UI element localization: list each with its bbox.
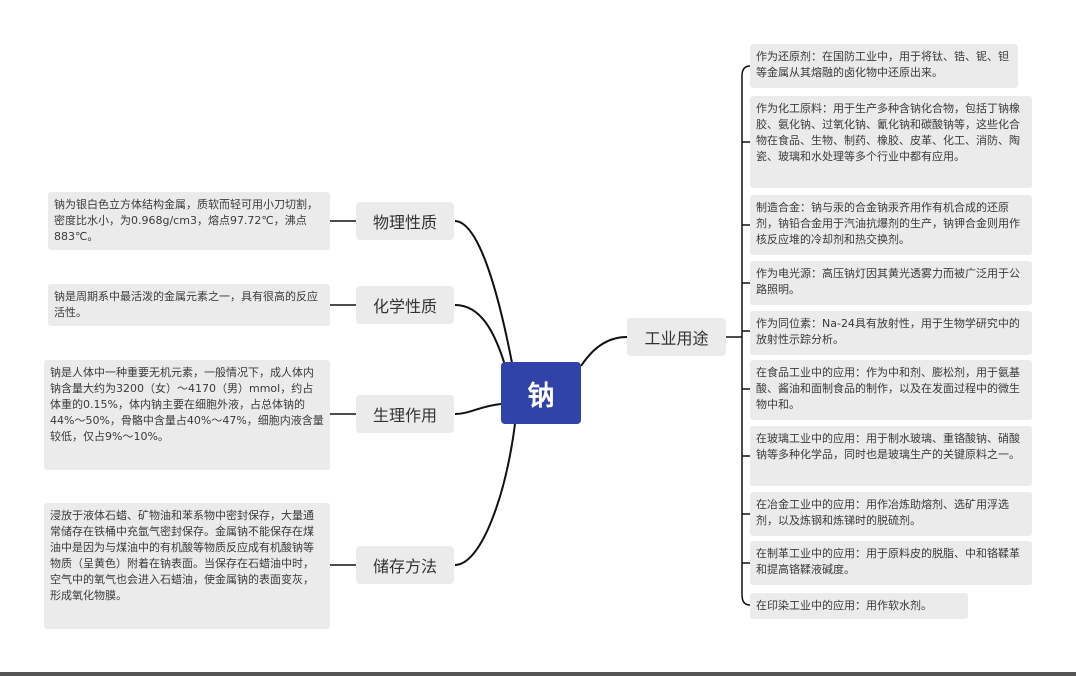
- branch-chemical-properties[interactable]: 化学性质: [356, 286, 454, 324]
- leaf-industrial-chemical-raw-material[interactable]: 作为化工原料：用于生产多种含钠化合物，包括丁钠橡胶、氨化钠、过氧化钠、氰化钠和碳…: [750, 96, 1032, 188]
- center-node[interactable]: 钠: [501, 362, 581, 424]
- leaf-physical-properties[interactable]: 钠为银白色立方体结构金属，质软而轻可用小刀切割，密度比水小，为0.968g/cm…: [48, 192, 330, 250]
- leaf-industrial-alloy[interactable]: 制造合金：钠与汞的合金钠汞齐用作有机合成的还原剂，钠铅合金用于汽油抗爆剂的生产，…: [750, 195, 1032, 255]
- leaf-chemical-properties[interactable]: 钠是周期系中最活泼的金属元素之一，具有很高的反应活性。: [48, 284, 330, 326]
- industrial-bracket: [741, 65, 751, 606]
- connector-physiological: [454, 403, 502, 415]
- bottom-divider: [0, 672, 1076, 676]
- branch-physical-properties[interactable]: 物理性质: [356, 202, 454, 240]
- leaf-industrial-reducing-agent[interactable]: 作为还原剂：在国防工业中，用于将钛、锆、铌、钽等金属从其熔融的卤化物中还原出来。: [750, 44, 1018, 88]
- leaf-storage-method[interactable]: 浸放于液体石蜡、矿物油和苯系物中密封保存，大量通常储存在铁桶中充氩气密封保存。金…: [44, 503, 330, 629]
- connector-storage: [454, 423, 516, 566]
- leaf-industrial-metallurgy[interactable]: 在冶金工业中的应用：用作冶炼助熔剂、选矿用浮选剂，以及炼钢和炼锑时的脱硫剂。: [750, 492, 1032, 536]
- leaf-industrial-isotope[interactable]: 作为同位素：Na-24具有放射性，用于生物学研究中的放射性示踪分析。: [750, 311, 1032, 355]
- connector-industrial: [580, 336, 628, 367]
- branch-storage-method[interactable]: 储存方法: [356, 546, 454, 584]
- leaf-industrial-light-source[interactable]: 作为电光源：高压钠灯因其黄光透雾力而被广泛用于公路照明。: [750, 261, 1032, 305]
- leaf-industrial-glass[interactable]: 在玻璃工业中的应用：用于制水玻璃、重铬酸钠、硝酸钠等多种化学品，同时也是玻璃生产…: [750, 426, 1032, 486]
- leaf-industrial-dyeing[interactable]: 在印染工业中的应用：用作软水剂。: [750, 593, 968, 619]
- branch-physiological-role[interactable]: 生理作用: [356, 395, 454, 433]
- connector-chemical: [454, 304, 508, 373]
- leaf-industrial-food[interactable]: 在食品工业中的应用：作为中和剂、膨松剂，用于氨基酸、酱油和面制食品的制作，以及在…: [750, 360, 1032, 420]
- leaf-industrial-tanning[interactable]: 在制革工业中的应用：用于原料皮的脱脂、中和铬鞣革和提高铬鞣液碱度。: [750, 541, 1032, 585]
- connector-physical: [454, 220, 514, 369]
- branch-industrial-uses[interactable]: 工业用途: [627, 318, 726, 356]
- leaf-physiological-role[interactable]: 钠是人体中一种重要无机元素，一般情况下，成人体内钠含量大约为3200（女）～41…: [44, 360, 330, 470]
